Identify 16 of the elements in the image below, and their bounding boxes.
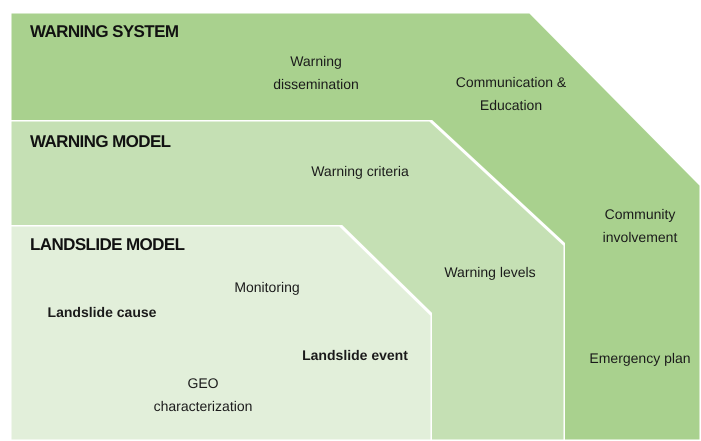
item-label: Communication & Education [454, 73, 568, 115]
item-label: Community involvement [602, 205, 678, 247]
item-label: GEO characterization [152, 374, 254, 416]
section-heading: WARNING SYSTEM [30, 22, 178, 42]
section-heading: WARNING MODEL [30, 132, 170, 152]
item-label: Landslide cause [46, 303, 158, 322]
nested-section [10, 120, 565, 441]
item-label: Monitoring [233, 278, 301, 297]
nested-section [10, 12, 701, 441]
item-label: Landslide event [301, 346, 409, 365]
section-heading: LANDSLIDE MODEL [30, 235, 184, 255]
item-label: Emergency plan [588, 349, 692, 368]
item-label: Warning criteria [310, 162, 410, 181]
nested-section [10, 225, 432, 441]
item-label: Warning levels [443, 263, 537, 282]
item-label: Warning dissemination [272, 52, 360, 94]
